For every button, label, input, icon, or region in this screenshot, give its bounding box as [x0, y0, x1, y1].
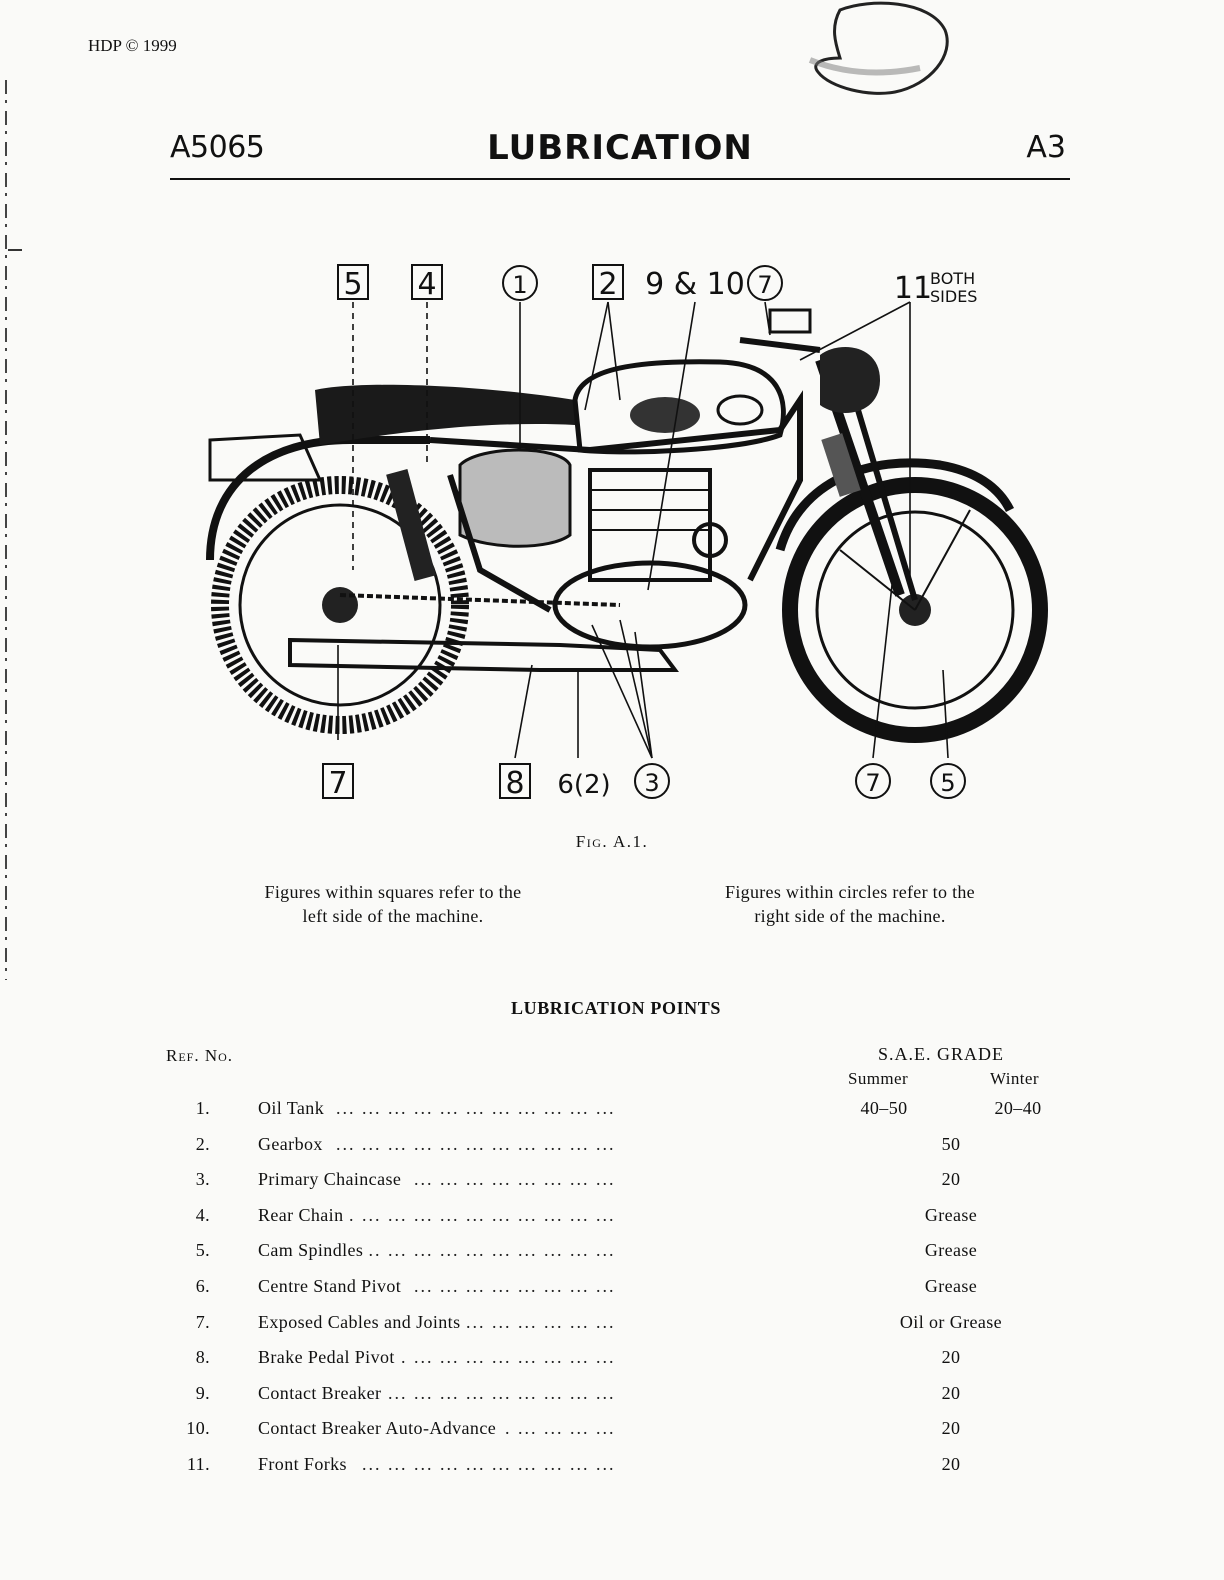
ref-number: 10.: [186, 1418, 210, 1439]
callout-square-7: 7: [328, 766, 347, 801]
sae-grade-all-seasons: 20: [941, 1382, 961, 1403]
rear-wheel: [211, 476, 469, 734]
copyright-notice: HDP © 1999: [88, 36, 177, 55]
callout-square-8: 8: [505, 766, 524, 801]
callout-circle-7-bottom: 7: [865, 769, 880, 797]
lubrication-point-name: Exposed Cables and Joints: [258, 1311, 467, 1333]
table-row: 6. ... ... ... ... ... ... ... ... ... .…: [0, 1276, 1224, 1312]
page-header: A5065 LUBRICATION A3: [170, 126, 1070, 180]
table-row: 10. ... ... ... ... ... ... ... ... ... …: [0, 1418, 1224, 1454]
page-number: A3: [1026, 130, 1066, 165]
ref-no-header: Ref. No.: [166, 1046, 234, 1065]
summer-header: Summer: [848, 1069, 909, 1088]
callout-square-5: 5: [343, 267, 362, 302]
sae-grade-all-seasons: 20: [941, 1418, 961, 1439]
callout-square-4: 4: [417, 267, 436, 302]
front-wheel: [782, 477, 1048, 743]
callout-6-2: 6(2): [557, 770, 610, 800]
callout-both-label: BOTH: [930, 269, 975, 288]
sae-grade-all-seasons: 20: [941, 1169, 961, 1190]
lubrication-point-name: Rear Chain: [258, 1204, 350, 1226]
table-row: 7. ... ... ... ... ... ... ... ... ... .…: [0, 1311, 1224, 1348]
lubrication-point-name: Centre Stand Pivot: [258, 1276, 408, 1297]
callout-circle-5: 5: [940, 769, 955, 797]
ref-number: 2.: [195, 1133, 210, 1154]
note-left-line-2: left side of the machine.: [302, 906, 484, 926]
ref-number: 5.: [195, 1240, 210, 1261]
ref-number: 8.: [195, 1347, 210, 1368]
callout-leaders: [337, 301, 949, 759]
note-left-line-1: Figures within squares refer to the: [264, 882, 522, 902]
lubrication-point-name: Cam Spindles: [258, 1240, 370, 1262]
ref-number: 3.: [195, 1169, 210, 1190]
leader-dots: ... ... ... ... ... ... ... ... ... ... …: [258, 1133, 616, 1154]
sae-grade-all-seasons: Oil or Grease: [899, 1311, 1003, 1332]
figure-caption: Fig. A.1.: [575, 832, 649, 851]
sae-grade-all-seasons: 20: [941, 1454, 961, 1474]
table-row: 3. ... ... ... ... ... ... ... ... ... .…: [0, 1169, 1224, 1205]
ref-number: 11.: [186, 1454, 210, 1474]
ref-number: 6.: [195, 1276, 210, 1296]
note-right-side: Figures within circles refer to the righ…: [690, 880, 1010, 928]
ref-number: 9.: [195, 1382, 210, 1403]
sae-grade-all-seasons: 50: [941, 1133, 961, 1154]
ref-number: 1.: [195, 1098, 210, 1118]
sae-grade-summer: 40–50: [860, 1098, 908, 1118]
table-row: 4. ... ... ... ... ... ... ... ... ... .…: [0, 1204, 1224, 1241]
lubrication-point-name: Gearbox: [258, 1133, 329, 1155]
lubrication-points-title: LUBRICATION POINTS: [510, 998, 721, 1018]
binding-edge: [5, 80, 22, 980]
note-right-line-1: Figures within circles refer to the: [725, 882, 975, 902]
sae-grade-all-seasons: Grease: [924, 1240, 978, 1261]
winter-header: Winter: [990, 1069, 1039, 1088]
callout-circle-1: 1: [512, 271, 527, 299]
note-right-line-2: right side of the machine.: [754, 906, 946, 926]
sae-grade-all-seasons: Grease: [924, 1204, 978, 1225]
sae-grade-winter: 20–40: [994, 1098, 1042, 1118]
callout-circle-3: 3: [644, 769, 659, 797]
ink-blot-mark: [808, 1, 949, 95]
lubrication-point-name: Front Forks: [258, 1454, 353, 1475]
callout-circle-7-top: 7: [757, 271, 772, 299]
lubrication-point-name: Contact Breaker Auto-Advance: [258, 1418, 503, 1440]
table-row: 5. ... ... ... ... ... ... ... ... ... .…: [0, 1240, 1224, 1276]
page-title: LUBRICATION: [487, 128, 753, 168]
lubrication-point-name: Brake Pedal Pivot: [258, 1347, 401, 1369]
lubrication-point-name: Oil Tank: [258, 1098, 331, 1119]
table-row: 11. ... ... ... ... ... ... ... ... ... …: [0, 1454, 1224, 1490]
ref-number: 4.: [195, 1204, 210, 1225]
sae-grade-all-seasons: Grease: [924, 1276, 978, 1296]
callout-square-2: 2: [598, 267, 617, 302]
ref-number: 7.: [195, 1311, 210, 1332]
manual-code: A5065: [170, 130, 265, 165]
callout-sides-label: SIDES: [930, 287, 977, 306]
callout-11: 11: [894, 271, 932, 306]
table-row: 2. ... ... ... ... ... ... ... ... ... .…: [0, 1133, 1224, 1170]
sae-grade-header: S.A.E. GRADE: [878, 1044, 1005, 1064]
sae-grade-all-seasons: 20: [941, 1347, 961, 1368]
motorcycle-lubrication-diagram: 5 4 1 2 9 & 10 7 11 BOTH SIDES 7 8 6(2) …: [206, 264, 1048, 801]
leader-dots: ... ... ... ... ... ... ... ... ... ... …: [258, 1098, 616, 1118]
lubrication-point-name: Contact Breaker: [258, 1382, 388, 1404]
table-row: 1. ... ... ... ... ... ... ... ... ... .…: [0, 1098, 1224, 1134]
lubrication-point-name: Primary Chaincase: [258, 1169, 408, 1191]
table-row: 8. ... ... ... ... ... ... ... ... ... .…: [0, 1347, 1224, 1383]
callout-9-and-10: 9 & 10: [645, 267, 745, 302]
table-row: 9. ... ... ... ... ... ... ... ... ... .…: [0, 1382, 1224, 1419]
note-left-side: Figures within squares refer to the left…: [228, 880, 558, 928]
